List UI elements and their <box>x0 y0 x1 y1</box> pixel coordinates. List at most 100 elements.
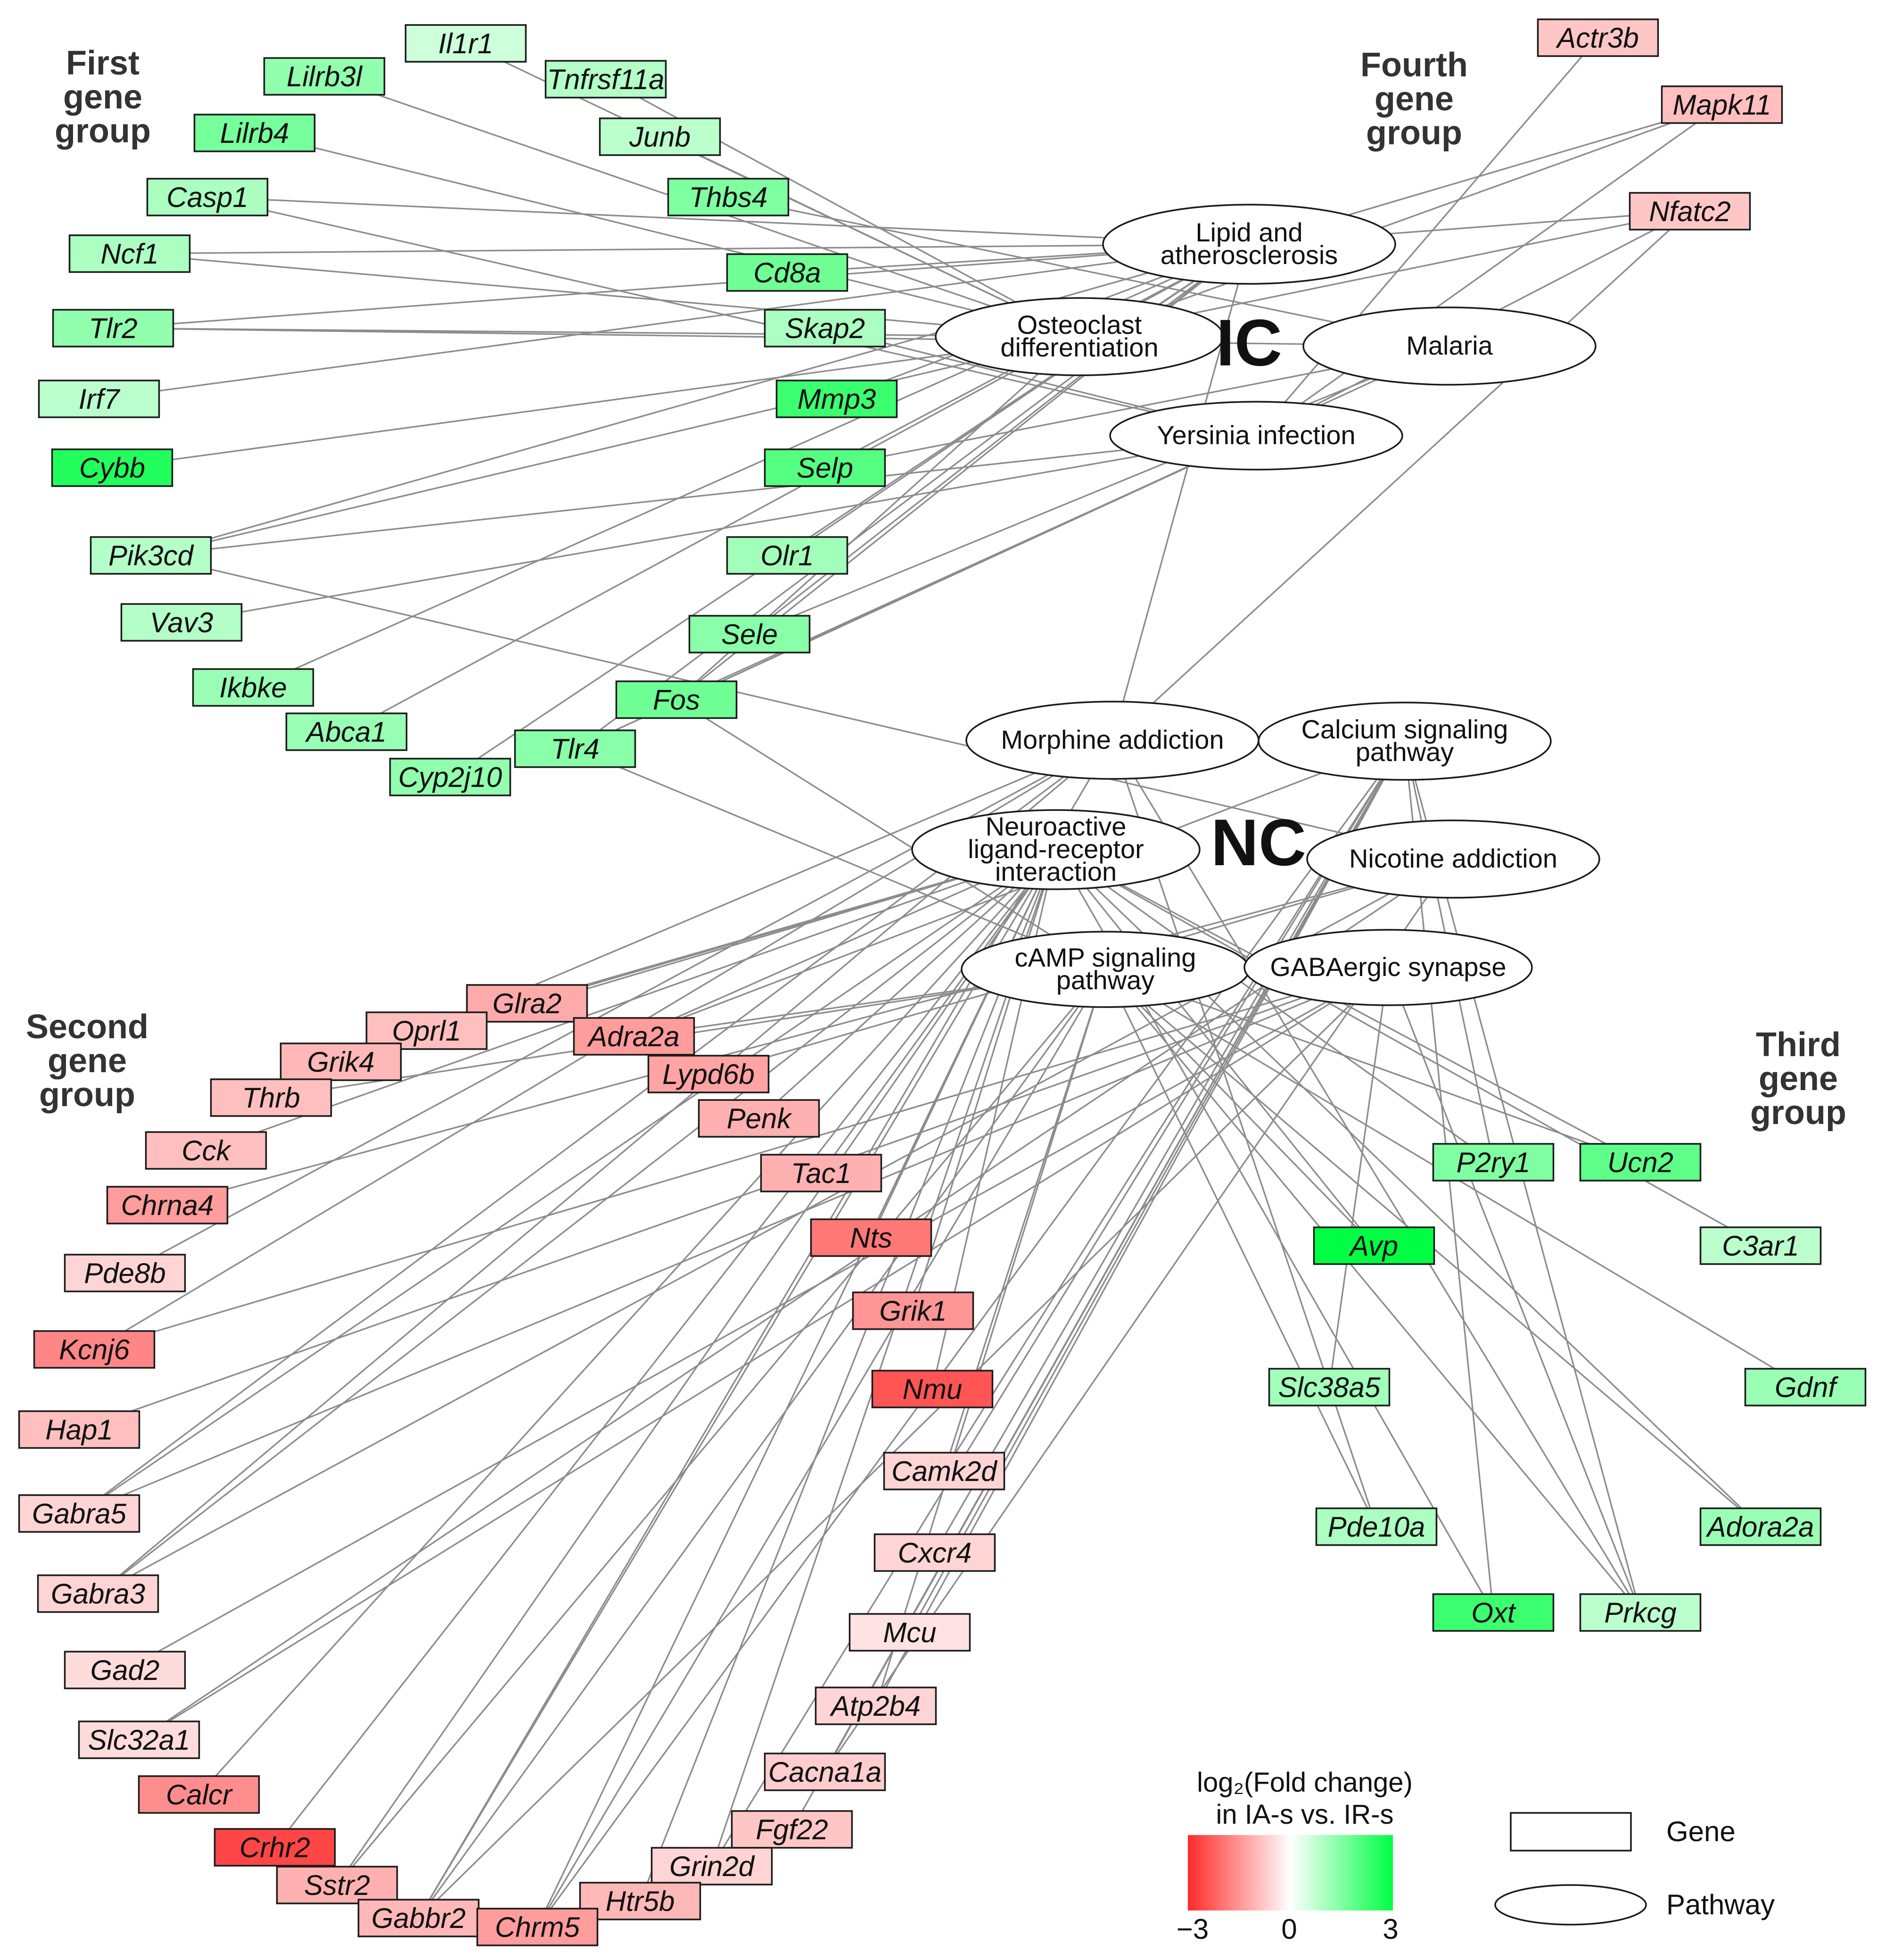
gene-label: Penk <box>727 1103 793 1134</box>
gene-node-fgf22: Fgf22 <box>731 1810 853 1849</box>
gene-box <box>37 1574 159 1613</box>
gene-label: Avp <box>1349 1230 1398 1262</box>
gene-label: Mmp3 <box>798 383 876 415</box>
gene-node-ncf1: Ncf1 <box>68 234 191 273</box>
gene-node-atp2b4: Atp2b4 <box>815 1687 937 1725</box>
gene-node-adora2a: Adora2a <box>1699 1507 1822 1546</box>
gene-label: Ikbke <box>219 672 287 703</box>
edge-chrm5-neuro <box>536 849 1057 1927</box>
gene-node-p2ry1: P2ry1 <box>1432 1143 1555 1182</box>
gene-label: Fgf22 <box>756 1814 828 1845</box>
pathway-label: atherosclerosis <box>1161 240 1338 270</box>
gene-node-vav3: Vav3 <box>120 603 243 642</box>
gene-label: Camk2d <box>891 1456 997 1487</box>
gene-node-gad2: Gad2 <box>64 1651 186 1689</box>
gene-box <box>883 1452 1005 1490</box>
gene-label: Grik1 <box>879 1295 947 1327</box>
gene-label: Gabbr2 <box>371 1902 466 1934</box>
edge-lipid-morphine <box>1111 244 1250 741</box>
gene-box <box>667 178 790 216</box>
gene-node-cacna1a: Cacna1a <box>764 1753 886 1791</box>
gene-node-mcu: Mcu <box>848 1613 971 1652</box>
gene-label: Pde10a <box>1328 1511 1425 1543</box>
gene-label: Slc38a5 <box>1278 1372 1381 1403</box>
gene-label: Nmu <box>903 1373 963 1405</box>
gene-box <box>18 1410 140 1449</box>
gene-label: Skap2 <box>785 313 865 344</box>
gene-label: Lilrb4 <box>220 117 289 149</box>
gene-node-nmu: Nmu <box>871 1370 994 1408</box>
edge-chrm5-camp <box>536 969 1106 1927</box>
gene-box <box>579 1882 701 1920</box>
gene-box <box>210 1078 332 1117</box>
gene-label: Cybb <box>79 452 145 484</box>
gene-box <box>1313 1226 1435 1265</box>
gene-label: Actr3b <box>1556 22 1638 54</box>
edge-p2ry1-neuro <box>1055 849 1494 1163</box>
gene-node-camk2d: Camk2d <box>883 1452 1005 1490</box>
pathway-label: pathway <box>1356 737 1454 767</box>
svg-text:First: First <box>66 44 140 82</box>
gene-box <box>1315 1507 1438 1546</box>
gene-box <box>573 1017 695 1056</box>
edge-atp2b4-camp <box>875 969 1106 1706</box>
pathway-node-gaba: GABAergic synapse <box>1243 929 1533 1006</box>
gene-box <box>192 668 314 707</box>
gene-box <box>1268 1368 1391 1406</box>
edge-mapk11-osteo <box>1079 104 1722 338</box>
pathway-ellipse <box>1258 702 1552 781</box>
gene-label: Cck <box>181 1135 231 1166</box>
third-group-label: Third gene group <box>1750 1026 1846 1132</box>
edge-prkcg-morphine <box>1111 740 1641 1613</box>
gene-label: Ucn2 <box>1607 1147 1673 1178</box>
gene-node-cd8a: Cd8a <box>726 253 848 292</box>
gene-label: Casp1 <box>166 182 248 213</box>
edge-htr5b-neuro <box>639 849 1057 1902</box>
gene-label: Tlr4 <box>551 733 599 765</box>
gene-label: Hap1 <box>45 1414 113 1446</box>
gene-label: Lilrb3l <box>287 61 363 92</box>
ic-cluster-label: IC <box>1216 306 1282 380</box>
fourth-group-label: Fourth gene group <box>1360 46 1468 152</box>
svg-text:group: group <box>1750 1094 1846 1132</box>
gene-label: Olr1 <box>760 540 814 571</box>
svg-text:group: group <box>55 112 151 150</box>
gene-box <box>285 712 408 751</box>
gene-label: Nts <box>850 1222 892 1254</box>
gene-box <box>193 114 316 152</box>
fold-change-legend: log₂(Fold change) in IA-s vs. IR-s −3 0 … <box>1177 1767 1413 1945</box>
gene-box <box>51 448 173 487</box>
gene-label: Tnfrsf11a <box>547 64 665 95</box>
pathway-label: Calcium signaling <box>1301 714 1508 744</box>
gene-label: Kcnj6 <box>59 1334 130 1365</box>
gene-label: Vav3 <box>150 607 214 638</box>
pathway-ellipse <box>911 809 1201 890</box>
legend-max-label: 3 <box>1383 1913 1398 1945</box>
gene-label: Chrm5 <box>495 1911 580 1943</box>
gene-label: Abca1 <box>305 716 387 748</box>
gene-label: Pik3cd <box>108 540 194 571</box>
gene-node-thrb: Thrb <box>210 1078 332 1117</box>
gene-box <box>1744 1368 1867 1406</box>
gene-label: Slc32a1 <box>88 1724 190 1756</box>
gene-box <box>120 603 243 642</box>
gene-node-htr5b: Htr5b <box>579 1882 701 1920</box>
gene-box <box>615 680 738 719</box>
pathway-label: cAMP signaling <box>1015 943 1196 972</box>
gene-box <box>1699 1507 1822 1546</box>
gene-node-mapk11: Mapk11 <box>1661 85 1783 124</box>
edge-vav3-yersinia <box>181 435 1257 623</box>
pathway-ellipse <box>935 297 1224 376</box>
gene-box <box>64 1651 186 1689</box>
gene-node-penk: Penk <box>698 1099 820 1138</box>
pathway-label: Yersinia infection <box>1157 420 1355 450</box>
edge-grik1-neuro <box>912 849 1057 1311</box>
gene-box <box>276 1866 398 1904</box>
gene-node-pde10a: Pde10a <box>1315 1507 1438 1546</box>
edge-lilrb4-osteo <box>254 132 1080 338</box>
gene-node-gabra5: Gabra5 <box>18 1494 140 1533</box>
gene-node-junb: Junb <box>599 117 721 156</box>
